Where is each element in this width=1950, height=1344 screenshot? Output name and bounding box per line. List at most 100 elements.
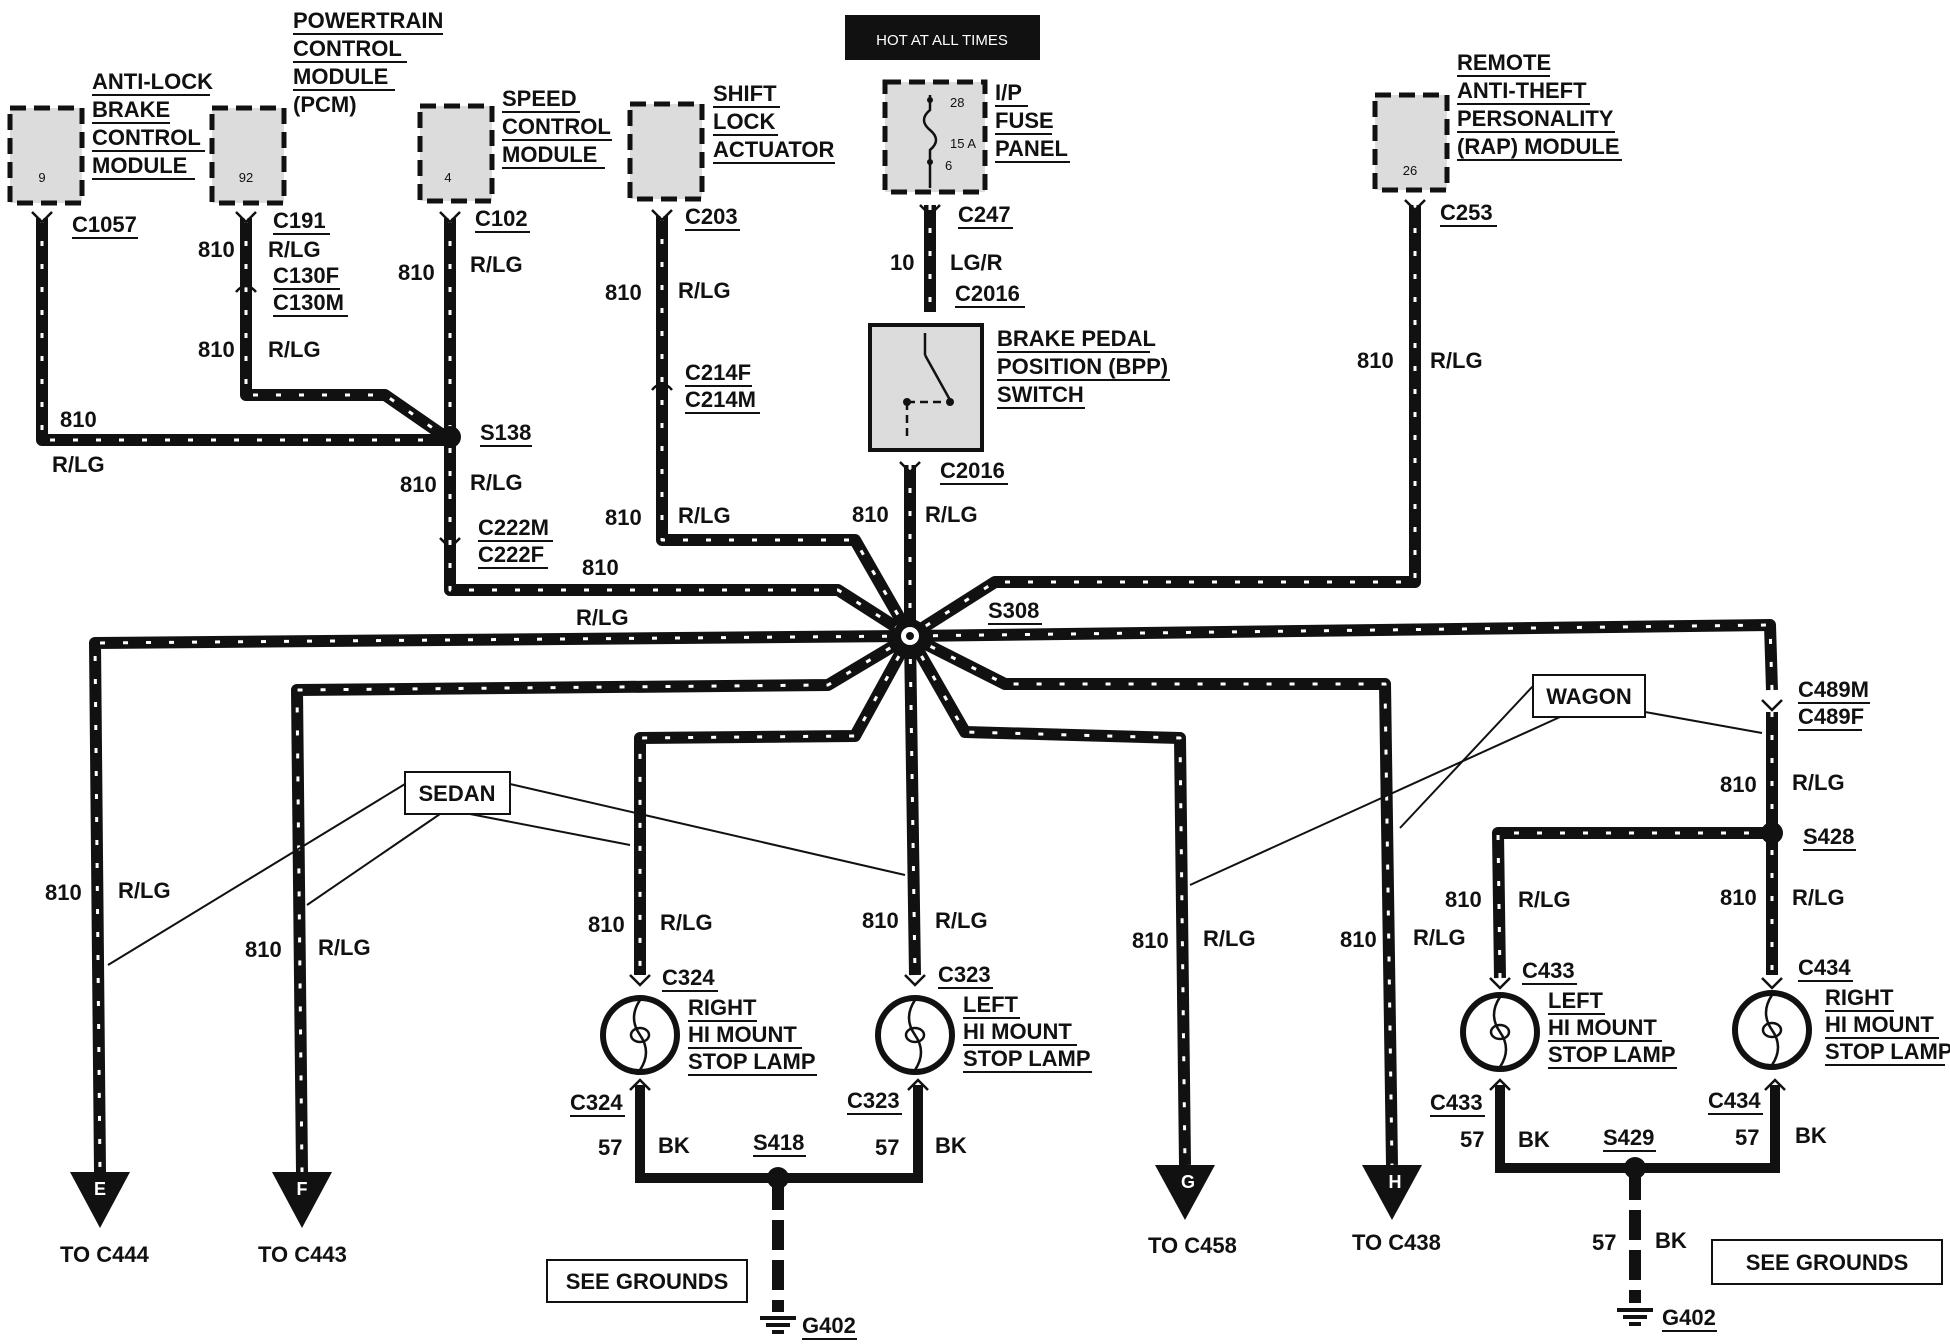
splice-s308 xyxy=(893,619,927,653)
svg-text:R/LG: R/LG xyxy=(1430,348,1483,373)
svg-text:SEE GROUNDS: SEE GROUNDS xyxy=(566,1269,729,1294)
svg-text:57: 57 xyxy=(598,1135,622,1160)
hot-at-all-times-label: HOT AT ALL TIMES xyxy=(876,32,1008,49)
svg-text:R/LG: R/LG xyxy=(678,278,731,303)
svg-text:R/LG: R/LG xyxy=(678,503,731,528)
svg-text:E: E xyxy=(94,1179,106,1199)
svg-text:BRAKE: BRAKE xyxy=(92,97,170,122)
svg-text:R/LG: R/LG xyxy=(660,910,713,935)
speed-control-module: 4 SPEED CONTROL MODULE xyxy=(417,86,612,204)
svg-text:R/LG: R/LG xyxy=(268,237,321,262)
svg-text:STOP LAMP: STOP LAMP xyxy=(963,1046,1091,1071)
rap-module: 26 REMOTE ANTI-THEFT PERSONALITY (RAP) M… xyxy=(1372,50,1622,193)
svg-text:MODULE: MODULE xyxy=(502,142,597,167)
svg-text:810: 810 xyxy=(45,880,82,905)
ip-fuse-panel: 28 15 A 6 I/P FUSE PANEL xyxy=(882,79,1070,195)
right-wagon-lamp-icon xyxy=(1732,990,1812,1070)
svg-text:810: 810 xyxy=(60,407,97,432)
svg-text:C191: C191 xyxy=(273,208,326,233)
svg-text:TO C443: TO C443 xyxy=(258,1242,347,1267)
svg-text:LG/R: LG/R xyxy=(950,250,1003,275)
svg-text:LEFT: LEFT xyxy=(1548,988,1604,1013)
lamp-labels: RIGHT HI MOUNT STOP LAMP LEFT HI MOUNT S… xyxy=(688,985,1950,1076)
svg-text:R/LG: R/LG xyxy=(1203,926,1256,951)
svg-text:R/LG: R/LG xyxy=(925,502,978,527)
svg-text:92: 92 xyxy=(239,170,253,185)
svg-text:C434: C434 xyxy=(1708,1088,1761,1113)
svg-text:C2016: C2016 xyxy=(955,281,1020,306)
connector-marks xyxy=(31,199,1786,1091)
svg-text:HI MOUNT: HI MOUNT xyxy=(688,1022,797,1047)
svg-text:(RAP) MODULE: (RAP) MODULE xyxy=(1457,134,1620,159)
ground-symbol-icon xyxy=(1617,1308,1653,1326)
svg-text:810: 810 xyxy=(1720,885,1757,910)
svg-text:POWERTRAIN: POWERTRAIN xyxy=(293,8,443,33)
ground-symbol-icon xyxy=(760,1316,796,1334)
splice-labels: S138 S308 S418 S428 S429 G402 G402 xyxy=(480,420,1856,1340)
svg-text:15 A: 15 A xyxy=(950,136,976,151)
svg-text:BK: BK xyxy=(1655,1228,1687,1253)
shift-lock-actuator: SHIFT LOCK ACTUATOR xyxy=(627,81,835,202)
hot-at-all-times-box xyxy=(845,15,1040,60)
svg-text:R/LG: R/LG xyxy=(576,605,629,630)
splice-s138 xyxy=(439,426,461,448)
svg-text:810: 810 xyxy=(400,472,437,497)
svg-text:R/LG: R/LG xyxy=(1792,885,1845,910)
svg-text:STOP LAMP: STOP LAMP xyxy=(688,1049,816,1074)
svg-text:R/LG: R/LG xyxy=(52,452,105,477)
svg-text:810: 810 xyxy=(1445,887,1482,912)
ground-wires xyxy=(635,1085,1780,1312)
svg-text:810: 810 xyxy=(1720,772,1757,797)
svg-text:810: 810 xyxy=(398,260,435,285)
svg-text:HI MOUNT: HI MOUNT xyxy=(963,1019,1072,1044)
splice-s428 xyxy=(1761,822,1783,844)
svg-text:G: G xyxy=(1181,1172,1195,1192)
svg-text:STOP LAMP: STOP LAMP xyxy=(1548,1042,1676,1067)
svg-text:PANEL: PANEL xyxy=(995,136,1068,161)
connector-labels: C1057 C191 C130F C130M C102 C203 C214F C… xyxy=(72,200,1870,1117)
svg-text:MODULE: MODULE xyxy=(92,153,187,178)
svg-text:R/LG: R/LG xyxy=(1518,887,1571,912)
svg-text:C214M: C214M xyxy=(685,387,756,412)
svg-text:REMOTE: REMOTE xyxy=(1457,50,1551,75)
svg-text:STOP LAMP: STOP LAMP xyxy=(1825,1039,1950,1064)
svg-text:C2016: C2016 xyxy=(940,458,1005,483)
left-sedan-lamp-icon xyxy=(875,995,955,1075)
svg-text:810: 810 xyxy=(605,280,642,305)
svg-text:I/P: I/P xyxy=(995,80,1022,105)
svg-text:C489M: C489M xyxy=(1798,677,1869,702)
svg-text:SWITCH: SWITCH xyxy=(997,382,1084,407)
svg-text:S308: S308 xyxy=(988,598,1039,623)
bpp-switch: BRAKE PEDAL POSITION (BPP) SWITCH xyxy=(868,323,1170,452)
svg-text:S418: S418 xyxy=(753,1130,804,1155)
svg-text:ANTI-THEFT: ANTI-THEFT xyxy=(1457,78,1587,103)
svg-text:LOCK: LOCK xyxy=(713,109,775,134)
svg-text:57: 57 xyxy=(1460,1127,1484,1152)
svg-text:POSITION (BPP): POSITION (BPP) xyxy=(997,354,1168,379)
svg-text:10: 10 xyxy=(890,250,914,275)
svg-text:H: H xyxy=(1389,1172,1402,1192)
svg-text:810: 810 xyxy=(582,555,619,580)
terminal-h: H TO C438 xyxy=(1352,1165,1441,1255)
svg-text:810: 810 xyxy=(862,908,899,933)
svg-text:CONTROL: CONTROL xyxy=(293,36,402,61)
svg-text:S428: S428 xyxy=(1803,824,1854,849)
terminal-f: F TO C443 xyxy=(258,1172,347,1267)
svg-text:CONTROL: CONTROL xyxy=(502,114,611,139)
svg-text:CONTROL: CONTROL xyxy=(92,125,201,150)
svg-text:PERSONALITY: PERSONALITY xyxy=(1457,106,1614,131)
svg-text:TO C438: TO C438 xyxy=(1352,1230,1441,1255)
svg-text:C247: C247 xyxy=(958,202,1011,227)
svg-text:R/LG: R/LG xyxy=(268,337,321,362)
svg-text:4: 4 xyxy=(444,170,451,185)
svg-text:810: 810 xyxy=(605,505,642,530)
svg-text:C222F: C222F xyxy=(478,542,544,567)
svg-text:C130M: C130M xyxy=(273,290,344,315)
svg-text:810: 810 xyxy=(1132,928,1169,953)
svg-text:TO C444: TO C444 xyxy=(60,1242,150,1267)
svg-text:57: 57 xyxy=(1592,1230,1616,1255)
svg-text:ACTUATOR: ACTUATOR xyxy=(713,137,835,162)
svg-text:SPEED: SPEED xyxy=(502,86,577,111)
svg-text:HI MOUNT: HI MOUNT xyxy=(1548,1015,1657,1040)
